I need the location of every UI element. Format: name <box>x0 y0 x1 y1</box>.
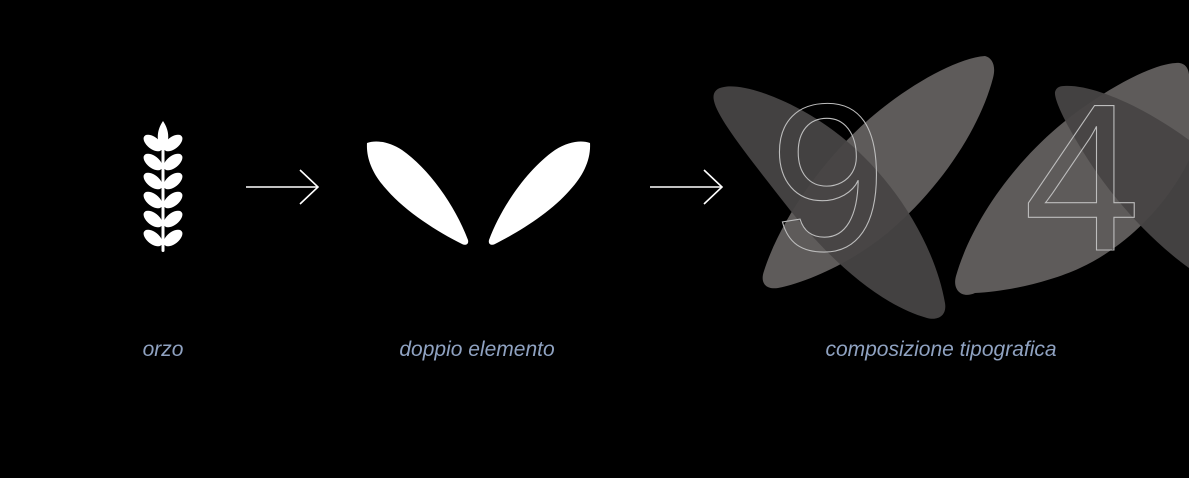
composition-digit-nine: 9 <box>770 60 887 295</box>
caption-doppio-elemento: doppio elemento <box>399 338 555 361</box>
wheat-grain-left-6 <box>143 229 163 247</box>
wheat-grain-right-5 <box>163 210 183 228</box>
left-leaf <box>366 141 469 245</box>
wheat-grain-left-3 <box>143 172 163 190</box>
wheat-grain-right-3 <box>163 172 183 190</box>
arrow-right-icon <box>650 169 724 205</box>
wheat-grain-right-4 <box>163 191 183 209</box>
wheat-grain-right-1 <box>163 134 183 152</box>
twin-leaves-icon <box>366 141 591 245</box>
wheat-grain-left-2 <box>143 153 163 171</box>
leaf-typographic-composition-icon: 9 4 <box>713 56 1189 319</box>
caption-orzo: orzo <box>142 338 184 361</box>
right-leaf <box>488 141 591 245</box>
arrow-right-icon <box>246 169 320 205</box>
wheat-grains <box>143 134 183 247</box>
wheat-grain-right-2 <box>163 153 183 171</box>
wheat-grain-left-1 <box>143 134 163 152</box>
caption-composizione-tipografica: composizione tipografica <box>825 338 1057 361</box>
wheat-grain-left-4 <box>143 191 163 209</box>
wheat-grain-right-6 <box>163 229 183 247</box>
wheat-grain-left-5 <box>143 210 163 228</box>
wheat-ear-icon <box>143 121 183 252</box>
wheat-stem <box>161 140 165 252</box>
composition-digit-four: 4 <box>1024 60 1141 295</box>
composition-leaf-left-dark <box>713 86 946 319</box>
composition-leaf-far-right-dark <box>1054 85 1189 268</box>
